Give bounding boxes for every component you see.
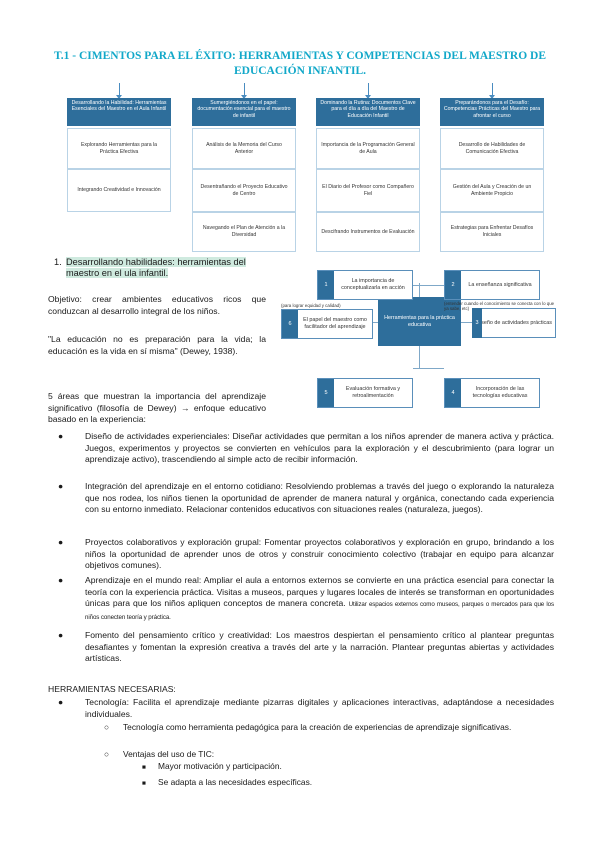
diagram-cell: Desarrollo de Habilidades de Comunicació… <box>440 128 544 169</box>
list-item-text: Integración del aprendizaje en el entorn… <box>85 481 554 515</box>
arrow-down-icon <box>241 83 247 99</box>
list-item: ● Aprendizaje en el mundo real: Ampliar … <box>58 575 554 623</box>
tools-center-node: Herramientas para la práctica educativa <box>378 297 461 346</box>
node-text: Evaluación formativa y retroalimentación <box>345 386 401 399</box>
diagram-cell: Integrando Creatividad e Innovación <box>67 169 171 212</box>
circle-bullet-icon: ○ <box>104 722 110 732</box>
list-item-text: Proyectos colaborativos y exploración gr… <box>85 537 554 571</box>
sub-item: Tecnología como herramienta pedagógica p… <box>123 722 512 732</box>
tools-node: Diseño de actividades prácticas <box>472 308 556 338</box>
tools-node: 5 Evaluación formativa y retroalimentaci… <box>317 378 413 408</box>
node-text: El papel del maestro como facilitador de… <box>303 317 367 330</box>
diagram-cell: El Diario del Profesor como Compañero Fi… <box>316 169 420 212</box>
diagram-cell: Estrategias para Enfrentar Desafíos Inic… <box>440 212 544 252</box>
list-item-note: Utilizar espacios externos como museos, … <box>85 601 554 621</box>
arrow-down-icon <box>489 83 495 99</box>
bullet-icon: ● <box>58 575 64 585</box>
diagram-cell: Navegando el Plan de Atención a la Diver… <box>192 212 296 252</box>
bullet-icon: ● <box>58 537 64 547</box>
diagram-cell: Gestión del Aula y Creación de un Ambien… <box>440 169 544 212</box>
diagram-cell: Análisis de la Memoria del Curso Anterio… <box>192 128 296 169</box>
sub-sub-item: Se adapta a las necesidades específicas. <box>158 777 313 787</box>
arrow-down-icon <box>116 83 122 99</box>
node-number: 3 <box>472 308 482 338</box>
list-item-text: Fomento del pensamiento crítico y creati… <box>85 630 554 664</box>
list-item-text: Aprendizaje en el mundo real: Ampliar el… <box>85 575 554 609</box>
list-item: ● Diseño de actividades experienciales: … <box>58 431 554 466</box>
diagram-cell: Importancia de la Programación General d… <box>316 128 420 169</box>
diagram-cell: Explorando Herramientas para la Práctica… <box>67 128 171 169</box>
section-heading-text: Desarrollando habilidades: herramientas … <box>66 257 246 279</box>
square-bullet-icon: ■ <box>142 780 146 787</box>
list-item: ● Fomento del pensamiento crítico y crea… <box>58 630 554 665</box>
diagram-column-header: Sumergiéndonos en el papel: documentació… <box>192 98 296 126</box>
tools-heading: HERRAMIENTAS NECESARIAS: <box>48 684 176 694</box>
circle-bullet-icon: ○ <box>104 749 110 759</box>
diagram-cell: Descifrando Instrumentos de Evaluación <box>316 212 420 252</box>
diagram-column-header: Preparándonos para el Desafío: Competenc… <box>440 98 544 126</box>
square-bullet-icon: ■ <box>142 764 146 771</box>
diagram-column-header: Dominando la Rutina: Documentos Clave pa… <box>316 98 420 126</box>
node-text: Diseño de actividades prácticas <box>476 319 552 326</box>
sub-sub-item: Mayor motivación y participación. <box>158 761 282 771</box>
bullet-icon: ● <box>58 630 64 640</box>
dewey-quote: "La educación no es preparación para la … <box>48 334 266 356</box>
node-number: 1 <box>318 271 334 299</box>
section-number: 1. <box>54 257 62 267</box>
node-note: (para lograr equidad y calidad) <box>281 303 341 308</box>
list-item-text: Tecnología: Facilita el aprendizaje medi… <box>85 697 554 719</box>
page-title: T.1 - CIMENTOS PARA EL ÉXITO: HERRAMIENT… <box>53 50 547 77</box>
diagram-column-header: Desarrollando la Habilidad: Herramientas… <box>67 98 171 126</box>
node-number: 6 <box>282 310 298 338</box>
section-heading: 1. Desarrollando habilidades: herramient… <box>54 257 267 280</box>
bullet-icon: ● <box>58 431 64 441</box>
tools-node: 6 El papel del maestro como facilitador … <box>281 309 373 339</box>
list-item-text: Diseño de actividades experienciales: Di… <box>85 431 554 465</box>
arrow-down-icon <box>365 83 371 99</box>
tools-node: 2 La enseñanza significativa <box>444 270 540 300</box>
areas-intro: 5 áreas que muestran la importancia del … <box>48 391 266 425</box>
tools-node: 1 La importancia de conceptualizarla en … <box>317 270 413 300</box>
list-item: ● Proyectos colaborativos y exploración … <box>58 537 554 572</box>
node-number: 4 <box>445 379 461 407</box>
node-text: La importancia de conceptualizarla en ac… <box>341 278 405 291</box>
sub-item: Ventajas del uso de TIC: <box>123 749 215 759</box>
node-number: 2 <box>445 271 461 299</box>
objective-text: Objetivo: crear ambientes educativos ric… <box>48 294 266 316</box>
node-text: La enseñanza significativa <box>468 281 532 288</box>
node-note: (entender cuando el conocimiento se cone… <box>444 301 555 312</box>
bullet-icon: ● <box>58 697 64 707</box>
bullet-icon: ● <box>58 481 64 491</box>
diagram-cell: Desentrañando el Proyecto Educativo de C… <box>192 169 296 212</box>
node-number: 5 <box>318 379 334 407</box>
tools-node: 4 Incorporación de las tecnologías educa… <box>444 378 540 408</box>
node-text: Incorporación de las tecnologías educati… <box>472 386 528 399</box>
list-item: ● Integración del aprendizaje en el ento… <box>58 481 554 516</box>
list-item: ● Tecnología: Facilita el aprendizaje me… <box>58 697 554 720</box>
